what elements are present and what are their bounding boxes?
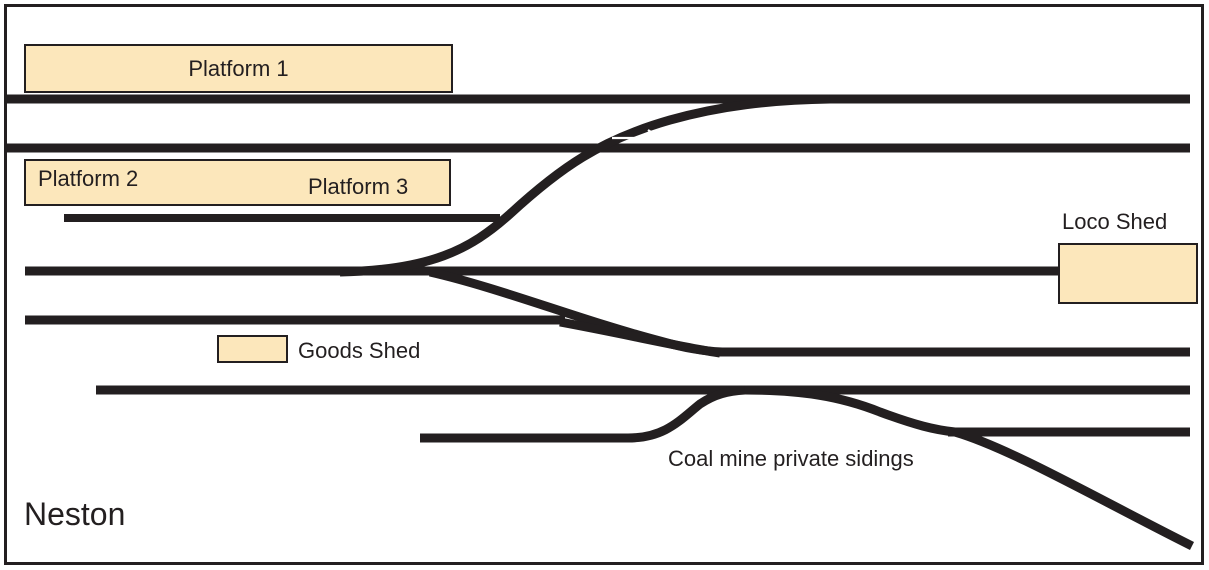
crossing-mark-lower-d [603,159,621,171]
platform-3-label: Platform 3 [308,174,409,199]
coal-mine-sidings-label: Coal mine private sidings [668,446,914,471]
platform-2-label: Platform 2 [38,166,139,191]
track-up-curve [339,94,831,277]
track-coal-mine-siding [420,385,746,443]
track-goods-road-taper [559,317,721,358]
station-name: Neston [24,496,126,532]
platform-1-box [24,44,453,93]
platform-1-label: Platform 1 [188,56,289,81]
loco-shed-box [1058,243,1198,304]
crossing-mark-upper-d [647,129,661,139]
goods-shed-box [217,335,288,363]
goods-shed-label: Goods Shed [298,338,421,363]
diagram-frame [4,4,1204,565]
track-down-diagonal [744,385,1195,551]
loco-shed-label: Loco Shed [1062,209,1168,234]
track-loop-descender [428,267,723,357]
platform-2-3-box [24,159,451,206]
